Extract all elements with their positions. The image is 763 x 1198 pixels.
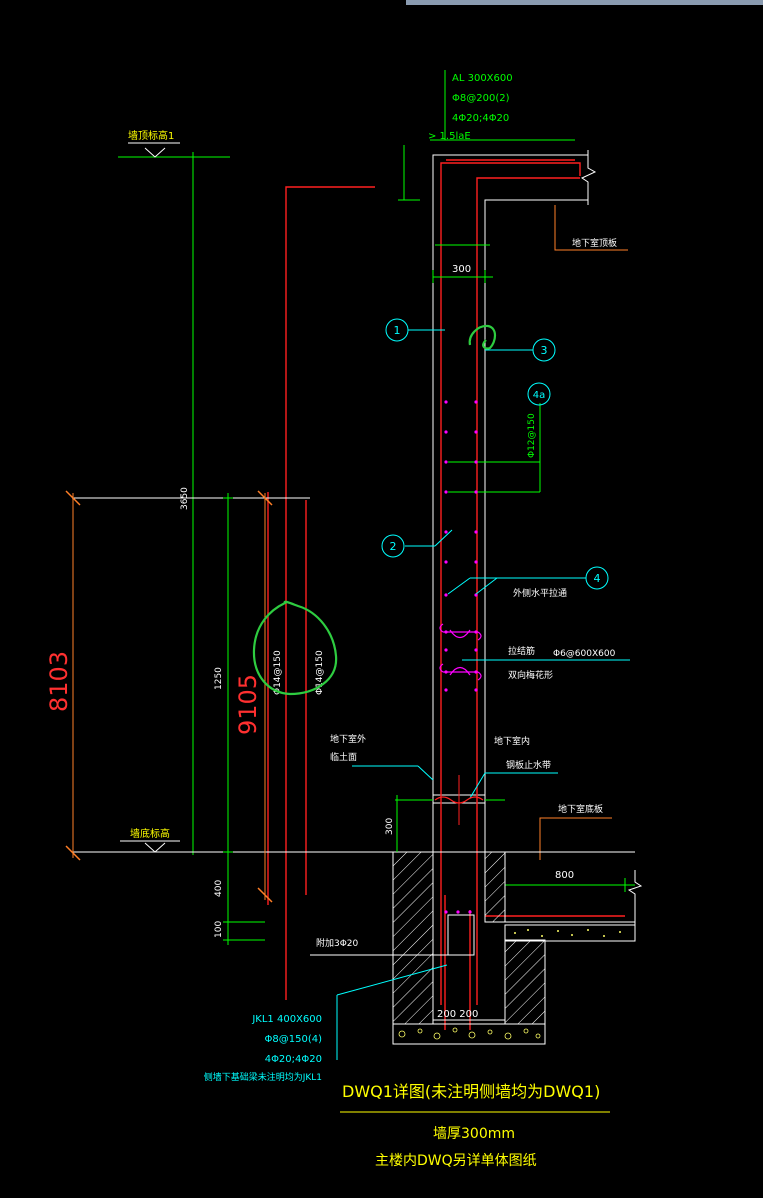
inside-label: 地下室内 bbox=[494, 735, 530, 747]
jkl-name: JKL1 400X600 bbox=[251, 1014, 322, 1025]
beam-stirrup: Φ8@200(2) bbox=[452, 93, 510, 104]
window-top-bar bbox=[406, 0, 763, 5]
outside-label-1: 地下室外 bbox=[330, 733, 366, 745]
dim-wall-300-text: 300 bbox=[452, 264, 471, 275]
waterstop-area: 地下室外 临土面 地下室内 钢板止水带 bbox=[330, 733, 558, 825]
dim-400-text: 400 bbox=[214, 880, 224, 897]
beam-anchor: > 1.5laE bbox=[428, 131, 471, 142]
elevation-marks: 墙顶标高1 墙底标高 bbox=[118, 129, 230, 853]
drawing-note: 主楼内DWQ另详单体图纸 bbox=[375, 1153, 537, 1169]
vert-bar-spec: Φ12@150 bbox=[527, 413, 537, 458]
jkl-remark: 侧墙下基础梁未注明均为JKL1 bbox=[204, 1071, 322, 1083]
left-bar-labels: Φ14@150 Φ14@150 bbox=[273, 650, 325, 695]
callout-3: 3 bbox=[485, 338, 556, 362]
dim-3650: 3650 1250 bbox=[180, 152, 224, 855]
callout-4: 4 外侧水平拉通 bbox=[447, 566, 609, 599]
callout-2-text: 2 bbox=[390, 540, 397, 553]
tie-bar-spec: Φ6@600X600 bbox=[553, 649, 616, 659]
jkl-bars: 4Φ20;4Φ20 bbox=[265, 1054, 322, 1065]
outside-label-2: 临土面 bbox=[330, 751, 357, 763]
horiz-dist-text: 外侧水平拉通 bbox=[513, 587, 567, 599]
dim-9105-text: 9105 bbox=[234, 674, 262, 735]
dim-200-200-text: 200 200 bbox=[437, 1009, 478, 1020]
callout-4a-text: 4a bbox=[533, 390, 546, 401]
title-block: DWQ1详图(未注明侧墙均为DWQ1) 墙厚300mm 主楼内DWQ另详单体图纸 bbox=[340, 1082, 610, 1169]
left-bar-1: Φ14@150 bbox=[273, 650, 283, 695]
beam-name: AL 300X600 bbox=[452, 73, 513, 84]
dim-bottom-stack: 400 100 300 bbox=[214, 493, 398, 945]
dim-300-bottom-text: 300 bbox=[385, 818, 395, 835]
callout-2: 2 bbox=[381, 529, 453, 558]
tie-bar-label: 拉结筋 bbox=[508, 645, 535, 657]
jkl-stirrup: Φ8@150(4) bbox=[265, 1034, 323, 1045]
jkl-note: JKL1 400X600 Φ8@150(4) 4Φ20;4Φ20 侧墙下基础梁未… bbox=[204, 964, 448, 1083]
dim-100-text: 100 bbox=[214, 921, 224, 938]
beam-bars: 4Φ20;4Φ20 bbox=[452, 113, 509, 124]
foundation-beam: 200 200 附加3Φ20 bbox=[310, 851, 546, 1045]
dim-8103-text: 8103 bbox=[45, 651, 73, 712]
callout-3-text: 3 bbox=[541, 344, 548, 357]
bottom-elev-text: 墙底标高 bbox=[130, 827, 170, 840]
beam-note: AL 300X600 Φ8@200(2) 4Φ20;4Φ20 > 1.5laE bbox=[398, 70, 575, 201]
dim-wall-300: 300 bbox=[432, 264, 493, 283]
tie-bar-pattern: 双向梅花形 bbox=[508, 669, 553, 681]
dim-8103: 8103 bbox=[45, 490, 485, 861]
callout-1: 1 bbox=[385, 318, 445, 342]
basement-roof-label: 地下室顶板 bbox=[554, 205, 628, 251]
waterstop-label: 钢板止水带 bbox=[506, 759, 551, 771]
wall-thickness: 墙厚300mm bbox=[433, 1126, 515, 1142]
basement-floor-text: 地下室底板 bbox=[558, 803, 603, 815]
dim-9105: 9105 bbox=[234, 490, 273, 903]
basement-roof-text: 地下室顶板 bbox=[572, 237, 617, 249]
basement-floor: 地下室底板 800 bbox=[485, 803, 643, 942]
add-bar-text: 附加3Φ20 bbox=[316, 937, 359, 949]
left-bar-2: Φ14@150 bbox=[315, 650, 325, 695]
callout-4-text: 4 bbox=[594, 572, 601, 585]
callout-1-text: 1 bbox=[394, 324, 401, 337]
tie-bar-note: 拉结筋 Φ6@600X600 双向梅花形 bbox=[462, 645, 630, 681]
top-elev-text: 墙顶标高1 bbox=[128, 129, 174, 142]
dim-1250-text: 1250 bbox=[214, 667, 224, 690]
horizontal-bars bbox=[435, 244, 541, 493]
tie-bar-hooks bbox=[439, 623, 482, 681]
dim-800-text: 800 bbox=[555, 870, 574, 881]
drawing-title: DWQ1详图(未注明侧墙均为DWQ1) bbox=[342, 1082, 600, 1101]
markup-annotations bbox=[252, 324, 497, 696]
callout-4a: 4a Φ12@150 bbox=[527, 382, 551, 458]
rebar-dots bbox=[444, 400, 478, 914]
rebar-lines bbox=[267, 159, 625, 1030]
